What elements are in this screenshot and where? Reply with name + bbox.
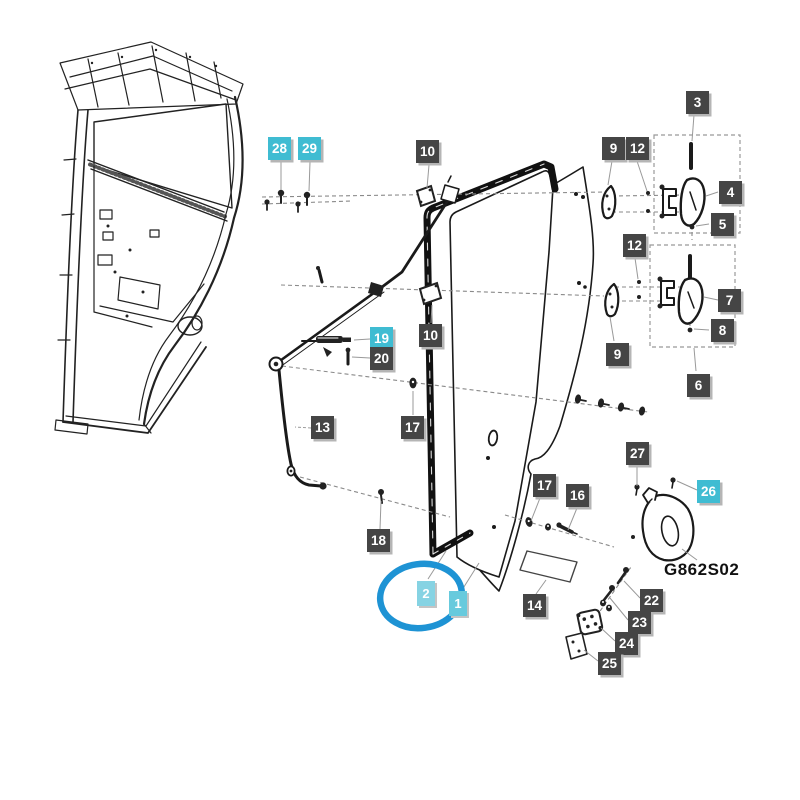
part-label-1[interactable]: 1 — [449, 591, 467, 616]
part-label-9-a[interactable]: 9 — [602, 137, 625, 160]
fasteners-and-brackets — [264, 184, 646, 535]
part-label-13[interactable]: 13 — [311, 416, 334, 439]
part-label-12-b[interactable]: 12 — [623, 234, 646, 257]
part-label-3[interactable]: 3 — [686, 91, 709, 114]
part-label-28[interactable]: 28 — [268, 137, 291, 160]
window-stay-mechanism — [268, 175, 460, 490]
part-label-22[interactable]: 22 — [640, 589, 663, 612]
part-label-5[interactable]: 5 — [711, 213, 734, 236]
latch-parts-drawing — [565, 567, 629, 660]
part-label-18[interactable]: 18 — [367, 529, 390, 552]
part-label-4[interactable]: 4 — [719, 181, 742, 204]
part-label-19[interactable]: 19 — [370, 327, 393, 350]
door-glass-drawing — [449, 169, 554, 578]
door-seal-drawing — [423, 160, 559, 558]
part-label-12-a[interactable]: 12 — [626, 137, 649, 160]
label-leader-lines — [280, 114, 719, 662]
part-label-10-b[interactable]: 10 — [419, 324, 442, 347]
figure-code: G862S02 — [664, 560, 740, 579]
gas-strut-drawing — [301, 336, 351, 366]
part-label-17-b[interactable]: 17 — [533, 474, 556, 497]
part-label-20[interactable]: 20 — [370, 347, 393, 370]
part-label-6[interactable]: 6 — [687, 374, 710, 397]
part-label-8[interactable]: 8 — [711, 319, 734, 342]
part-label-25[interactable]: 25 — [598, 652, 621, 675]
part-label-9-b[interactable]: 9 — [606, 343, 629, 366]
part-label-26[interactable]: 26 — [697, 480, 720, 503]
cab-frame-drawing — [54, 41, 244, 435]
door-handle-drawing — [631, 477, 695, 562]
retainer-plate-drawing — [519, 550, 578, 583]
part-label-7[interactable]: 7 — [718, 289, 741, 312]
part-label-14[interactable]: 14 — [523, 594, 546, 617]
part-label-16[interactable]: 16 — [566, 484, 589, 507]
hinge-assembly-lower — [604, 254, 704, 333]
part-label-10-a[interactable]: 10 — [416, 140, 439, 163]
part-label-2[interactable]: 2 — [417, 581, 435, 606]
highlight-ellipse-part-2 — [376, 560, 466, 632]
part-label-27[interactable]: 27 — [626, 442, 649, 465]
part-label-17-a[interactable]: 17 — [401, 416, 424, 439]
part-label-29[interactable]: 29 — [298, 137, 321, 160]
part-label-24[interactable]: 24 — [615, 632, 638, 655]
hinge-assembly-upper — [601, 142, 706, 230]
part-label-23[interactable]: 23 — [628, 611, 651, 634]
